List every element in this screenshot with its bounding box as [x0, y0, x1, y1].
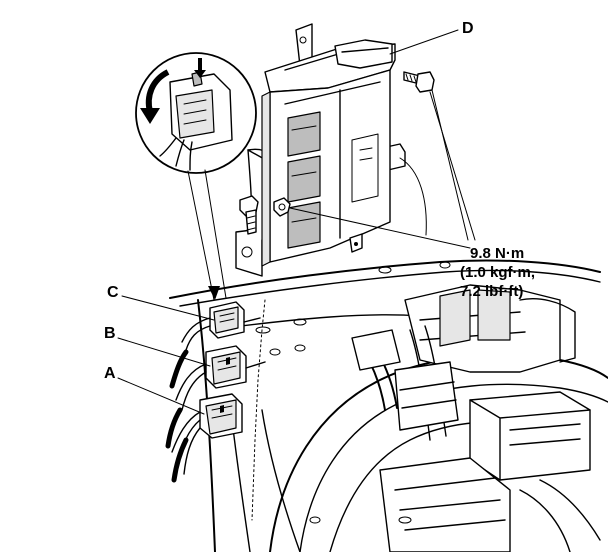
- torque-spec-line3: 7.2 lbf·ft): [460, 283, 523, 300]
- callout-label-d: D: [462, 20, 474, 37]
- connector-b: [175, 345, 266, 411]
- bolt-left: [239, 195, 259, 235]
- leader-b: [117, 337, 211, 367]
- harness-wire: [399, 157, 427, 236]
- ecm-connectors: [165, 301, 266, 483]
- callout-label-b: B: [104, 325, 116, 342]
- torque-spec-line2: (1.0 kgf·m,: [460, 264, 535, 281]
- connector-c: [181, 301, 261, 351]
- ecm-unit: [261, 39, 396, 267]
- detail-magnifier: [135, 52, 257, 301]
- bolt-upper-right: [403, 71, 435, 93]
- connector-a: [171, 393, 243, 475]
- leader-d: [389, 29, 459, 55]
- leader-c: [121, 295, 215, 321]
- torque-leaders: [289, 89, 476, 249]
- bolt-center: [273, 197, 291, 217]
- callout-label-c: C: [107, 284, 119, 301]
- magnifier-pointer-arrow: [208, 286, 220, 300]
- torque-spec-line1: 9.8 N·m: [470, 245, 524, 262]
- leader-a: [117, 377, 205, 415]
- ecm-mounting-bolts: [239, 71, 435, 235]
- engine-bay: [169, 259, 608, 552]
- callout-leaders: [117, 29, 459, 415]
- callout-label-a: A: [104, 365, 116, 382]
